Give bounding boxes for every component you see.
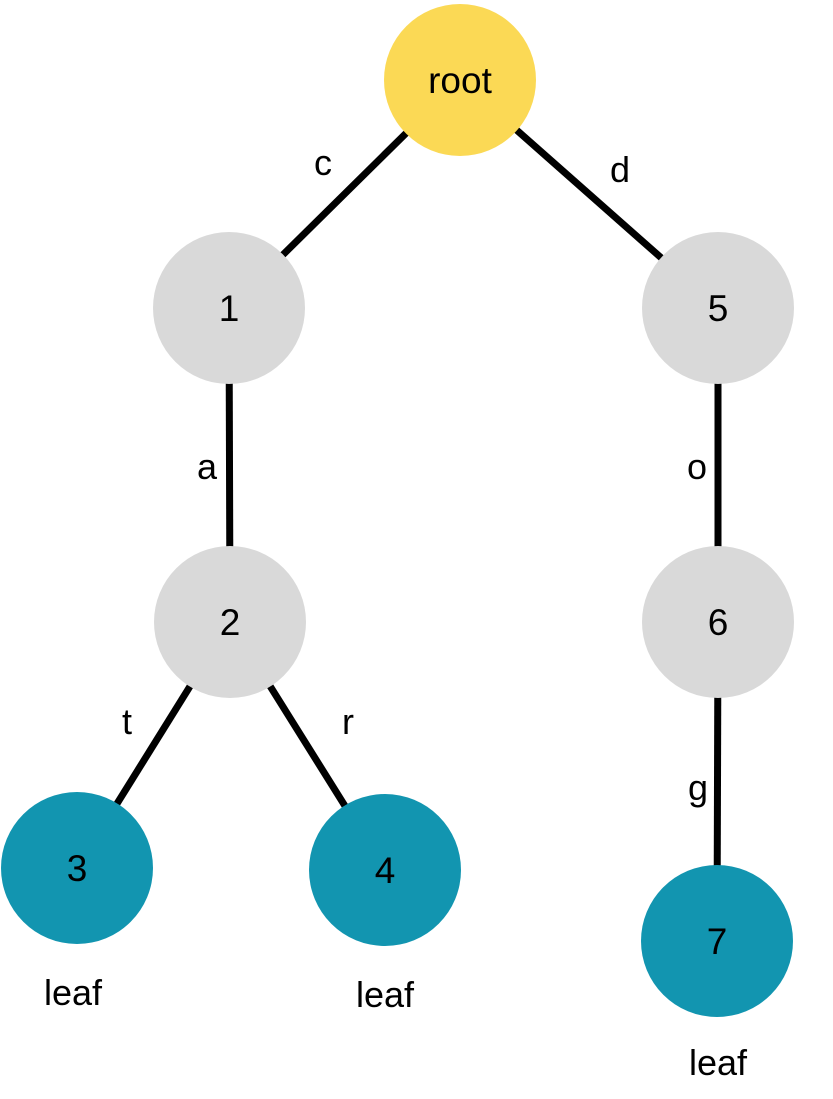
tree-node-2: 2 [154, 546, 306, 698]
leaf-caption-3: leaf [43, 972, 103, 1013]
tree-node-4: 4 [309, 794, 461, 946]
edge-label-g: g [687, 767, 709, 808]
edge-label-r: r [342, 701, 354, 742]
tree-node-6: 6 [642, 546, 794, 698]
edge-label-d: d [609, 149, 631, 190]
tree-node-5: 5 [642, 232, 794, 384]
leaf-caption-4: leaf [355, 974, 415, 1015]
leaf-caption-7: leaf [688, 1042, 748, 1083]
tree-node-root: root [384, 4, 536, 156]
tree-node-1: 1 [153, 232, 305, 384]
edge-label-c: c [314, 142, 332, 183]
tree-node-3: 3 [1, 792, 153, 944]
edge-label-o: o [686, 446, 708, 487]
edge-label-a: a [196, 446, 218, 487]
edge-label-t: t [121, 701, 133, 742]
tree-node-7: 7 [641, 865, 793, 1017]
